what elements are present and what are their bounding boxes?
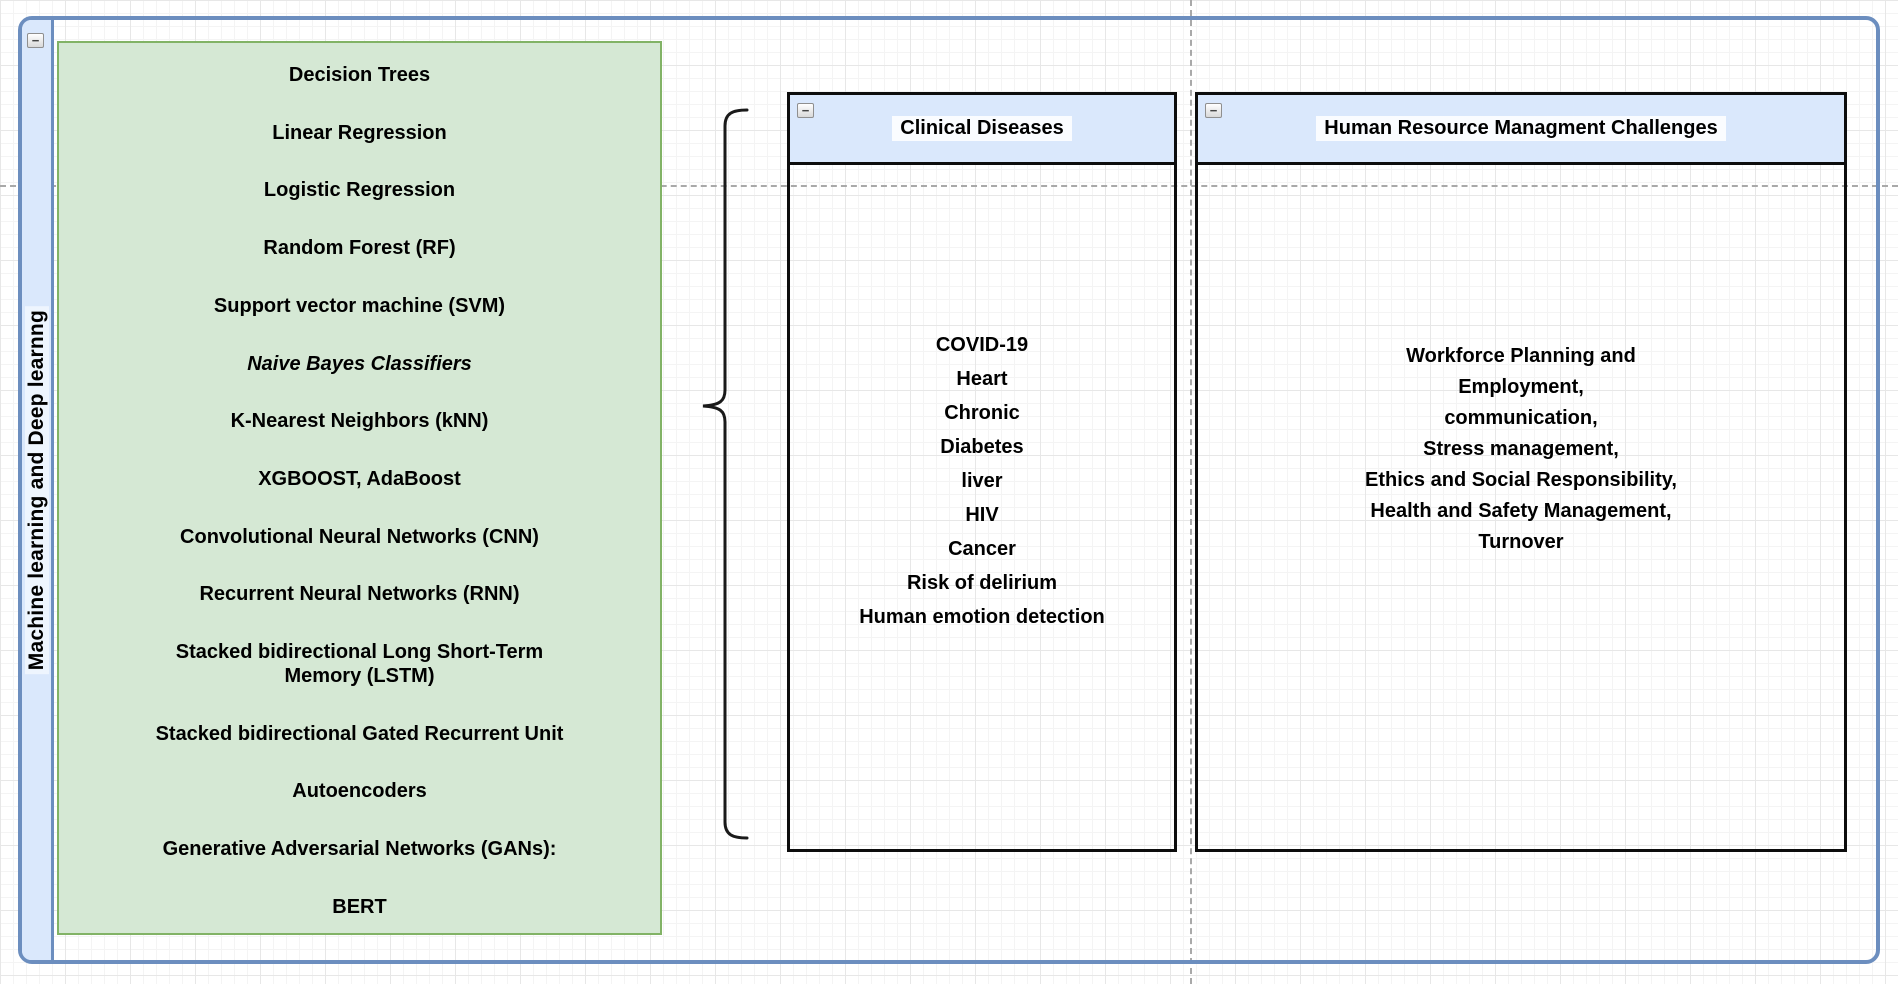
collapse-minus-icon[interactable]: − bbox=[27, 33, 44, 48]
collapse-minus-icon[interactable]: − bbox=[1205, 103, 1222, 118]
disease-item: HIV bbox=[859, 498, 1105, 532]
algorithm-item: Stacked bidirectional Gated Recurrent Un… bbox=[67, 722, 652, 746]
algorithm-item: Decision Trees bbox=[67, 63, 652, 87]
group-vertical-label: Machine learning and Deep learnng bbox=[25, 306, 49, 674]
clinical-diseases-body: COVID-19 Heart Chronic Diabetes liver HI… bbox=[790, 165, 1174, 849]
collapse-minus-icon[interactable]: − bbox=[797, 103, 814, 118]
hrm-challenges-title: Human Resource Managment Challenges bbox=[1316, 116, 1725, 141]
algorithm-item: Naive Bayes Classifiers bbox=[67, 352, 652, 376]
algorithm-item: BERT bbox=[67, 895, 652, 919]
algorithm-item: Logistic Regression bbox=[67, 178, 652, 202]
disease-item: Human emotion detection bbox=[859, 600, 1105, 634]
algorithm-item: Random Forest (RF) bbox=[67, 236, 652, 260]
disease-item: Diabetes bbox=[859, 430, 1105, 464]
curly-brace-path bbox=[703, 110, 747, 838]
clinical-diseases-box[interactable]: − Clinical Diseases COVID-19 Heart Chron… bbox=[787, 92, 1177, 852]
clinical-diseases-header: − Clinical Diseases bbox=[790, 95, 1174, 165]
algorithm-item: K-Nearest Neighbors (kNN) bbox=[67, 409, 652, 433]
clinical-diseases-title: Clinical Diseases bbox=[892, 116, 1071, 141]
disease-item: Heart bbox=[859, 362, 1105, 396]
hrm-challenge-item: Turnover bbox=[1365, 527, 1677, 558]
disease-item: Cancer bbox=[859, 532, 1105, 566]
algorithm-item: Stacked bidirectional Long Short-Term Me… bbox=[67, 640, 652, 688]
algorithm-item: Autoencoders bbox=[67, 779, 652, 803]
algorithm-item: Linear Regression bbox=[67, 121, 652, 145]
hrm-challenges-header: − Human Resource Managment Challenges bbox=[1198, 95, 1844, 165]
algorithm-item: Recurrent Neural Networks (RNN) bbox=[67, 582, 652, 606]
hrm-challenge-item: Health and Safety Management, bbox=[1365, 496, 1677, 527]
hrm-challenges-box[interactable]: − Human Resource Managment Challenges Wo… bbox=[1195, 92, 1847, 852]
disease-item: Risk of delirium bbox=[859, 566, 1105, 600]
disease-item: COVID-19 bbox=[859, 328, 1105, 362]
disease-item: Chronic bbox=[859, 396, 1105, 430]
hrm-challenges-list: Workforce Planning and Employment, commu… bbox=[1365, 341, 1677, 558]
clinical-diseases-list: COVID-19 Heart Chronic Diabetes liver HI… bbox=[859, 328, 1105, 634]
hrm-challenge-item: Ethics and Social Responsibility, bbox=[1365, 465, 1677, 496]
algorithm-item: XGBOOST, AdaBoost bbox=[67, 467, 652, 491]
group-title-bar: Machine learning and Deep learnng bbox=[22, 20, 54, 960]
disease-item: liver bbox=[859, 464, 1105, 498]
hrm-challenge-item: Employment, bbox=[1365, 372, 1677, 403]
algorithm-item: Support vector machine (SVM) bbox=[67, 294, 652, 318]
hrm-challenges-body: Workforce Planning and Employment, commu… bbox=[1198, 165, 1844, 849]
hrm-challenge-item: Stress management, bbox=[1365, 434, 1677, 465]
algorithms-panel[interactable]: Decision Trees Linear Regression Logisti… bbox=[57, 41, 662, 935]
hrm-challenge-item: Workforce Planning and bbox=[1365, 341, 1677, 372]
curly-brace[interactable] bbox=[693, 102, 755, 846]
algorithm-item: Generative Adversarial Networks (GANs): bbox=[67, 837, 652, 861]
algorithm-item: Convolutional Neural Networks (CNN) bbox=[67, 525, 652, 549]
hrm-challenge-item: communication, bbox=[1365, 403, 1677, 434]
